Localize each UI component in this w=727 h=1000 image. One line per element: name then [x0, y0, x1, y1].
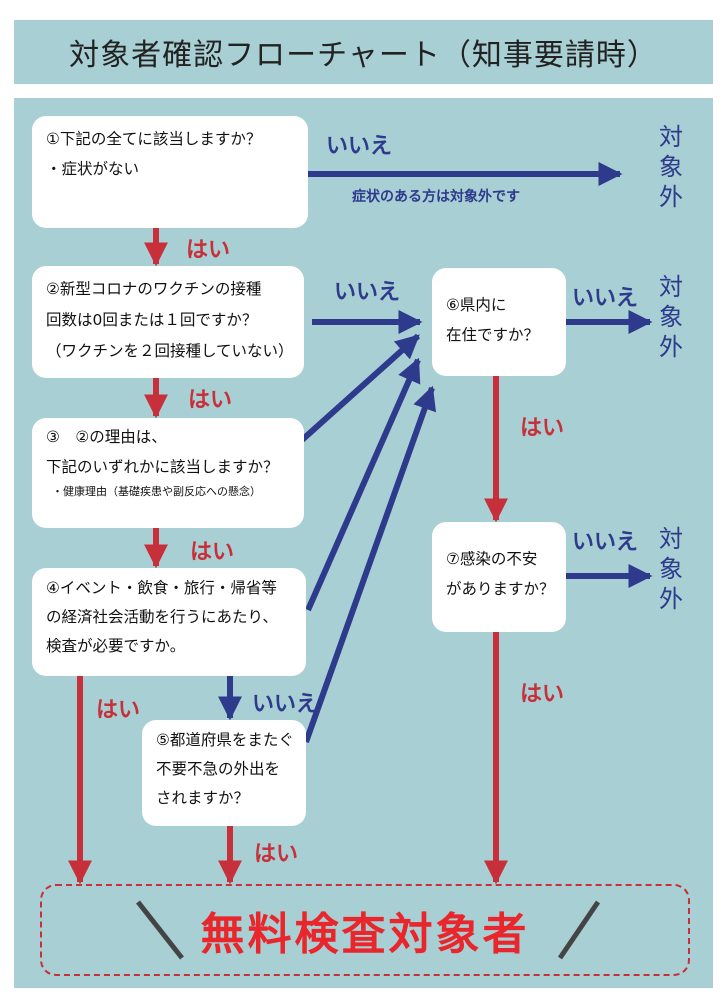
final-result-text: 無料検査対象者	[200, 909, 530, 960]
no-label-q7: いいえ	[572, 530, 639, 555]
yes-label-q3: はい	[190, 540, 235, 565]
question-3-line-2: 下記のいずれかに該当しますか？	[46, 458, 279, 476]
question-2-box: ②新型コロナのワクチンの接種 回数は0回または１回ですか？ （ワクチンを２回接種…	[32, 266, 304, 378]
question-7-box: ⑦感染の不安 がありますか？	[432, 522, 566, 632]
yes-label-q7: はい	[520, 682, 565, 707]
question-3-subtext: ・健康理由（基礎疾患や副反応への懸念）	[52, 485, 261, 498]
question-7-line-2: がありますか？	[446, 580, 555, 598]
question-6-line-1: ⑥県内に	[446, 296, 507, 314]
question-4-line-3: 検査が必要ですか。	[46, 637, 186, 655]
yes-label-q6: はい	[520, 416, 565, 441]
not-target-label-3: 対象外	[659, 525, 683, 613]
question-2-line-2: 回数は0回または１回ですか？	[46, 311, 258, 329]
flowchart-area	[14, 98, 713, 988]
question-2-line-3: （ワクチンを２回接種していない）	[46, 342, 294, 360]
not-target-label-1: 対象外	[659, 123, 683, 211]
arrow-q5-q6	[303, 385, 437, 744]
question-1-box: ①下記の全てに該当しますか？ ・症状がない	[32, 116, 308, 228]
question-4-line-1: ④イベント・飲食・旅行・帰省等	[46, 579, 277, 597]
question-6-box: ⑥県内に 在住ですか？	[432, 268, 566, 376]
question-2-line-1: ②新型コロナのワクチンの接種	[46, 280, 262, 298]
not-target-label-2: 対象外	[659, 273, 683, 361]
page-title: 対象者確認フローチャート（知事要請時）	[69, 38, 658, 73]
final-result-box: 無料検査対象者	[40, 884, 690, 976]
question-4-box: ④イベント・飲食・旅行・帰省等 の経済社会活動を行うにあたり、 検査が必要ですか…	[32, 568, 306, 676]
question-6-line-2: 在住ですか？	[446, 326, 540, 344]
question-5-line-1: ⑤都道府県をまたぐ	[156, 731, 294, 749]
question-4-line-2: の経済社会活動を行うにあたり、	[46, 608, 278, 626]
question-5-line-3: されますか？	[156, 789, 250, 807]
question-3-box: ③ ②の理由は、 下記のいずれかに該当しますか？ ・健康理由（基礎疾患や副反応へ…	[32, 418, 304, 528]
question-3-line-1: ③ ②の理由は、	[46, 428, 167, 446]
title-bar: 対象者確認フローチャート（知事要請時）	[14, 20, 713, 84]
symptoms-note: 症状のある方は対象外です	[352, 189, 520, 205]
yes-label-q4: はい	[96, 698, 141, 723]
question-5-box: ⑤都道府県をまたぐ 不要不急の外出を されますか？	[142, 720, 306, 826]
yes-label-q2: はい	[188, 388, 233, 413]
yes-label-q1: はい	[186, 238, 231, 263]
question-1-line-1: ①下記の全てに該当しますか？	[46, 130, 262, 148]
final-decoration	[136, 900, 601, 960]
no-label-q1: いいえ	[326, 134, 393, 159]
question-5-line-2: 不要不急の外出を	[156, 760, 281, 778]
arrow-q3-q6	[299, 333, 421, 443]
no-label-q4: いいえ	[252, 692, 319, 717]
no-label-q6: いいえ	[572, 286, 639, 311]
no-label-q2: いいえ	[334, 280, 401, 305]
question-1-line-2: ・症状がない	[46, 160, 140, 178]
question-7-line-1: ⑦感染の不安	[446, 550, 538, 568]
arrow-q4-q6	[305, 357, 421, 612]
yes-label-q5: はい	[254, 842, 299, 867]
